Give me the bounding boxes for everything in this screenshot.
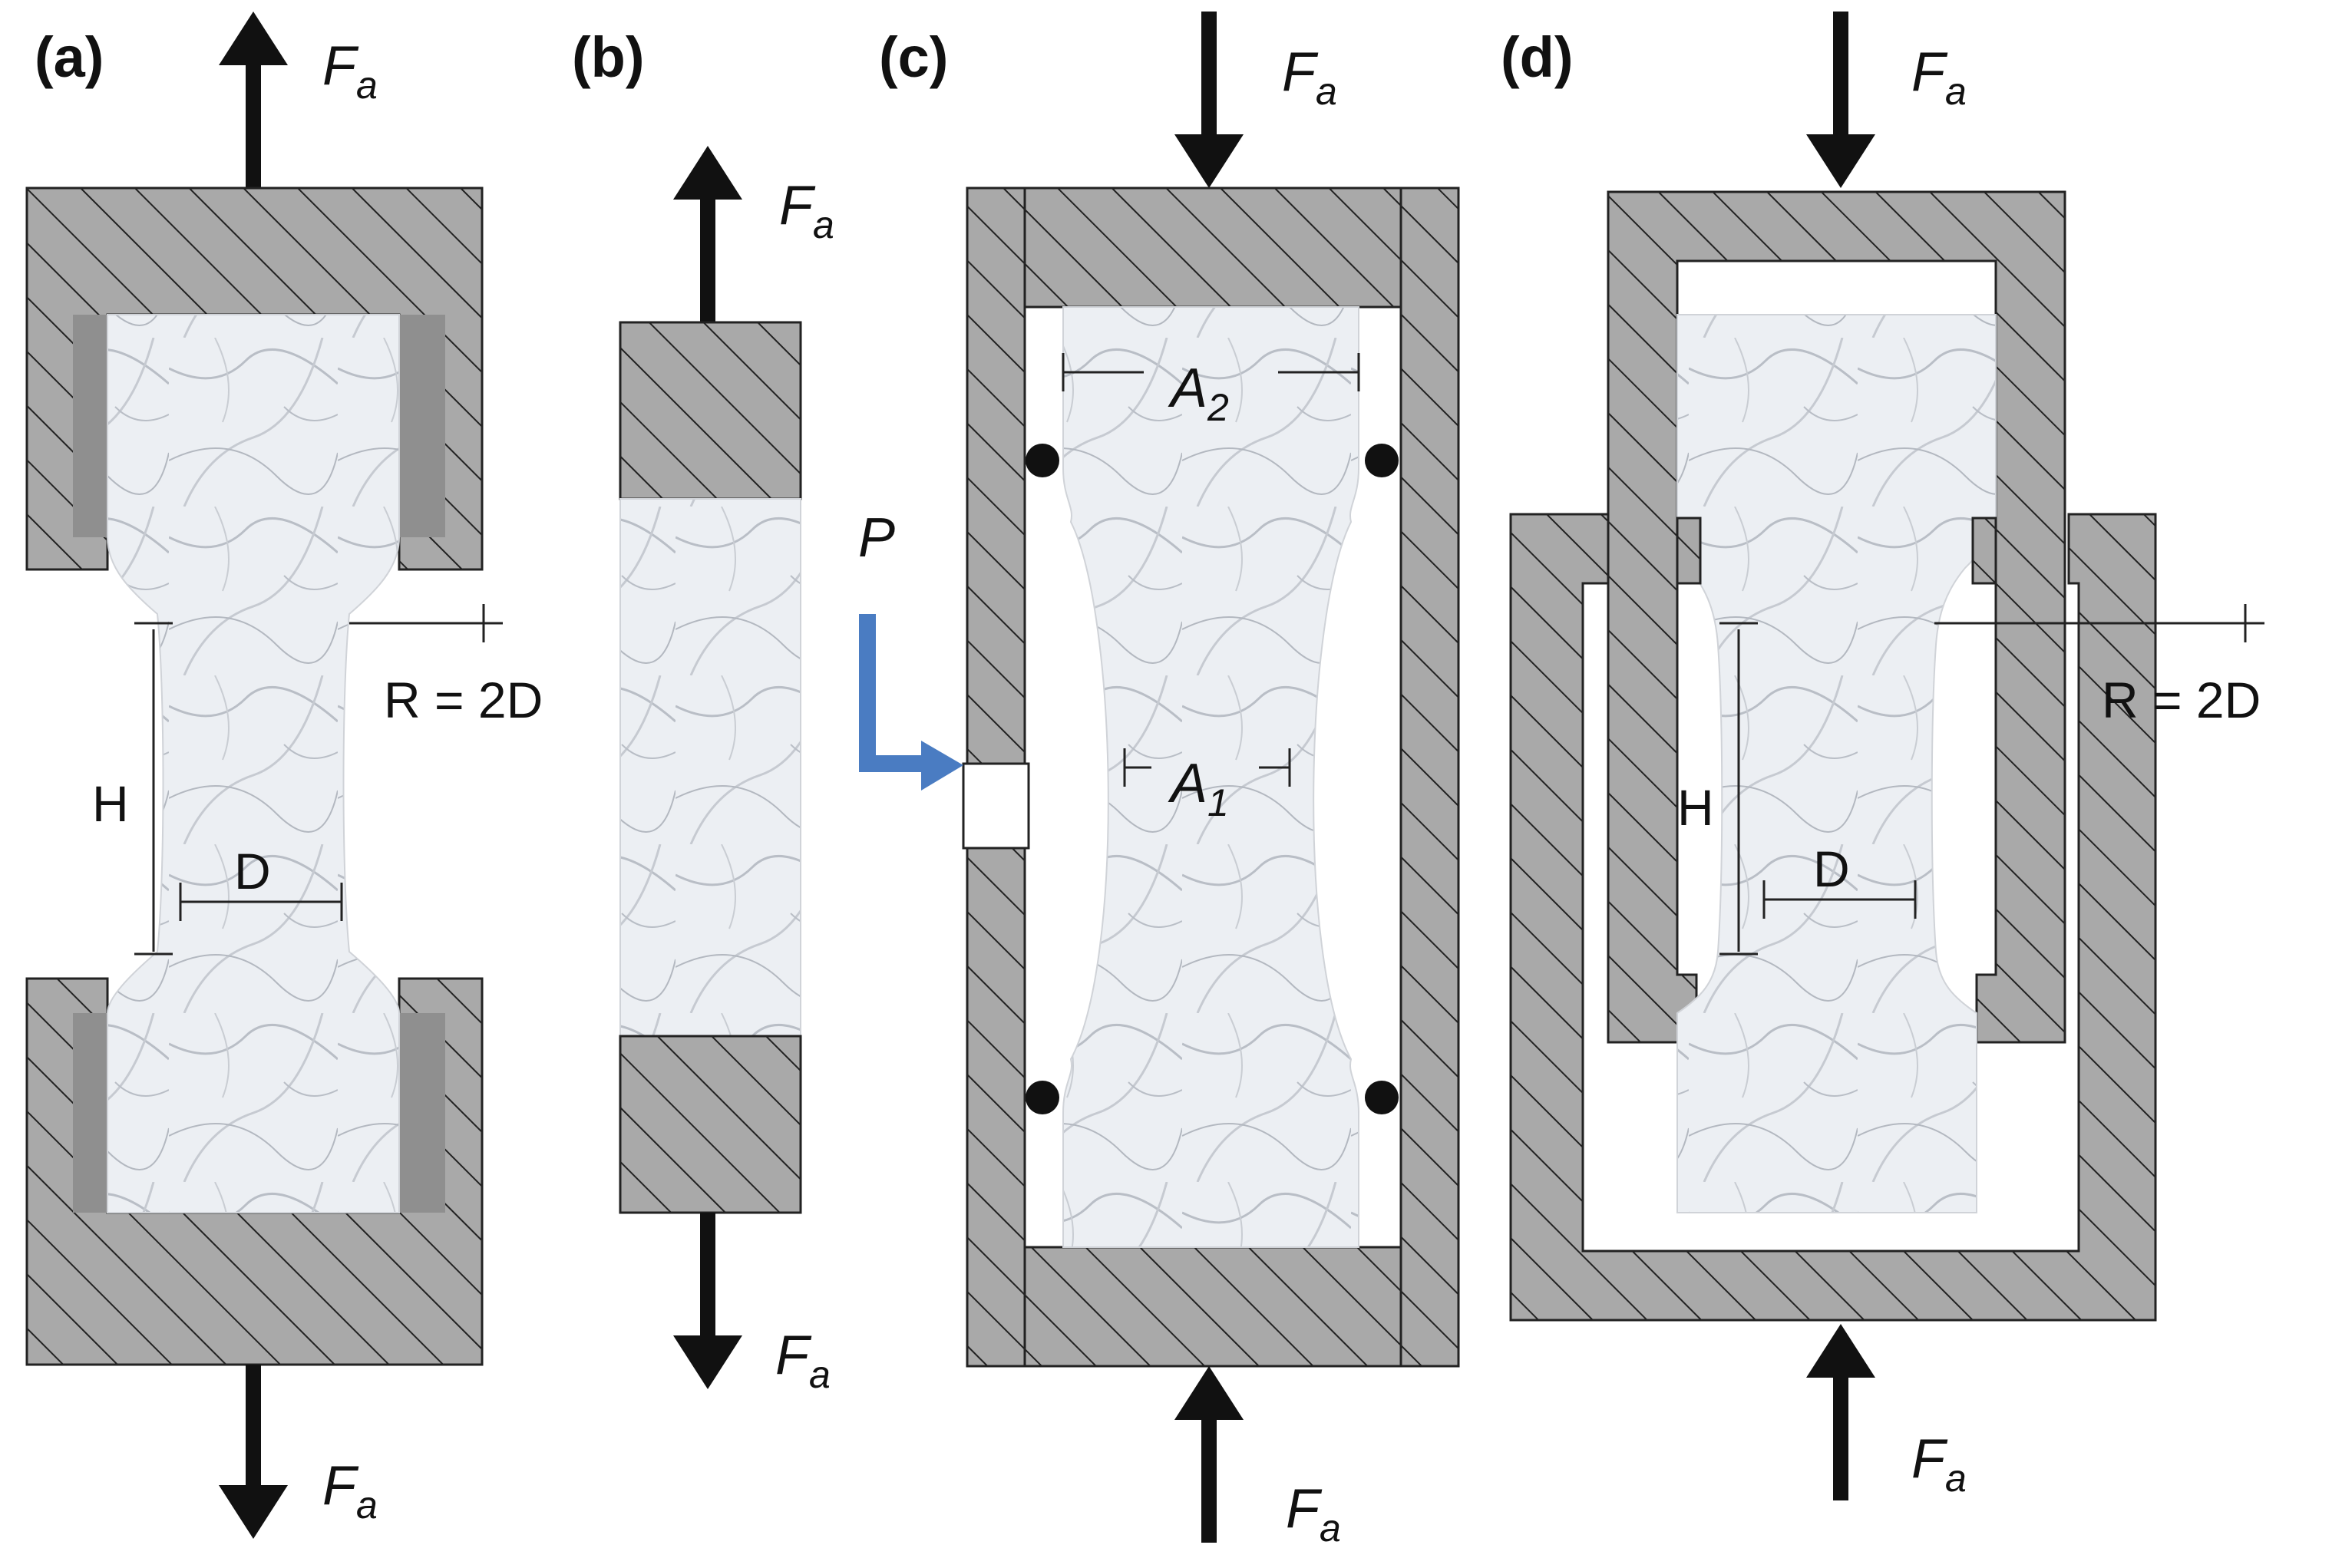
vessel-wall-right-c — [1399, 187, 1460, 1368]
dogbone-specimen-d — [1676, 314, 1997, 1213]
force-label-top-b: Fa — [779, 175, 834, 246]
o-ring-icon — [1026, 1081, 1059, 1114]
force-label-bottom-c: Fa — [1286, 1478, 1341, 1550]
o-ring-icon — [1365, 1081, 1399, 1114]
height-label-d: H — [1677, 779, 1714, 836]
force-label-top-a: Fa — [322, 35, 378, 107]
liner-bottom-a — [73, 1013, 445, 1213]
panel-c-label: (c) — [879, 25, 948, 89]
shoulder-lip-right-d — [1971, 517, 1997, 585]
force-arrow-top-a — [219, 12, 288, 188]
pressure-port-c — [962, 762, 1030, 850]
force-arrow-bottom-a — [219, 1365, 288, 1539]
force-label-top-c: Fa — [1282, 41, 1337, 113]
diameter-label-a: D — [234, 843, 271, 900]
radius-label-a: R = 2D — [384, 672, 543, 728]
bottom-cap-b — [619, 1035, 802, 1214]
o-ring-icon — [1365, 444, 1399, 477]
panel-b: (b) Fa Fa — [572, 25, 834, 1396]
diameter-label-d: D — [1813, 840, 1850, 897]
force-arrow-bottom-b — [673, 1213, 742, 1389]
top-piston-c — [1023, 187, 1402, 309]
force-arrow-top-b — [673, 146, 742, 322]
shoulder-lip-left-d — [1676, 517, 1702, 585]
height-label-a: H — [92, 775, 129, 832]
force-label-bottom-b: Fa — [775, 1325, 831, 1396]
bottom-piston-c — [1023, 1246, 1402, 1368]
panel-a: (a) Fa H D R = 2D — [25, 12, 543, 1539]
force-arrow-top-c — [1174, 12, 1244, 188]
radius-label-d: R = 2D — [2102, 672, 2261, 728]
panel-b-label: (b) — [572, 25, 645, 89]
dogbone-specimen-a — [107, 314, 400, 1213]
force-arrow-top-d — [1806, 12, 1875, 188]
cylindrical-specimen-b — [619, 498, 801, 1037]
panel-d: (d) Fa H D R = 2D — [1501, 12, 2264, 1500]
area-label-mid-c: A1 — [1168, 753, 1229, 824]
panel-d-label: (d) — [1501, 25, 1574, 89]
force-label-bottom-a: Fa — [322, 1455, 378, 1527]
reduced-section-specimen-c — [1062, 306, 1359, 1248]
dimension-lines-a — [134, 604, 503, 956]
top-cap-b — [619, 321, 802, 500]
force-arrow-bottom-d — [1806, 1324, 1875, 1500]
dimension-lines-d — [1719, 604, 2264, 956]
panel-a-label: (a) — [35, 25, 104, 89]
area-label-top-c: A2 — [1168, 358, 1229, 429]
pressure-arrow-icon — [859, 614, 963, 791]
force-arrow-bottom-c — [1174, 1366, 1244, 1543]
area-dimension-lines-c — [1062, 353, 1360, 787]
liner-top-a — [73, 315, 445, 537]
o-ring-icon — [1026, 444, 1059, 477]
force-label-bottom-d: Fa — [1911, 1428, 1967, 1500]
panel-c: (c) Fa A2 A1 — [858, 12, 1460, 1550]
pressure-label-c: P — [858, 507, 895, 569]
force-label-top-d: Fa — [1911, 41, 1967, 113]
